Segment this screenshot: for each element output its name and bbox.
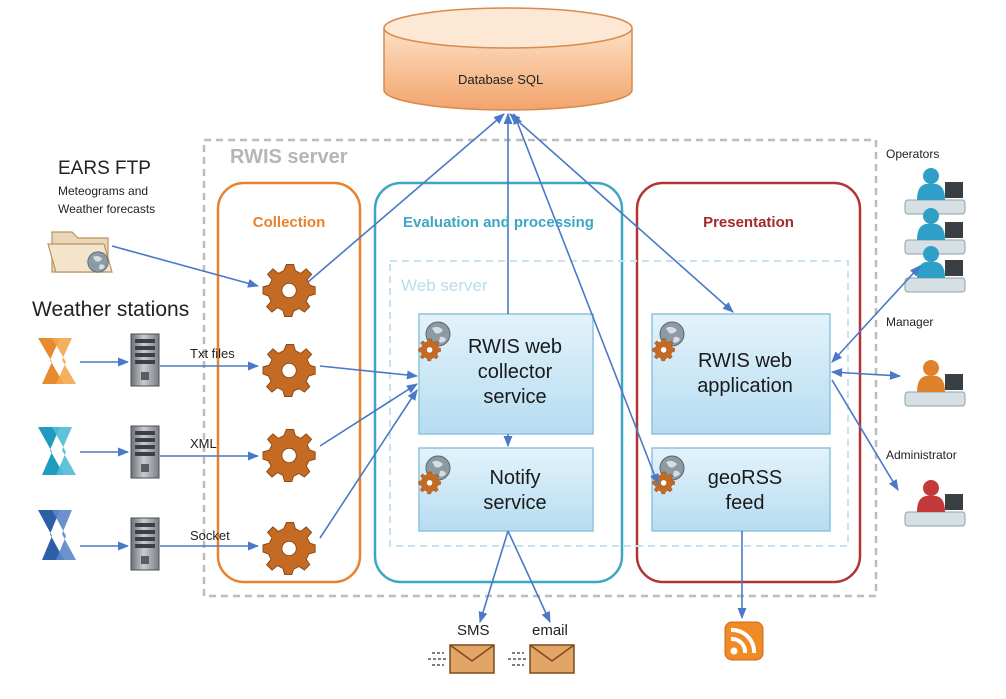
rwis-server-label: RWIS server	[230, 146, 348, 168]
server-icon-3	[130, 517, 160, 571]
collector-line-3: service	[483, 386, 547, 408]
rss-icon	[724, 621, 764, 661]
gear-icon-socket	[262, 521, 316, 576]
collector-service-text: RWIS web collector service	[440, 335, 590, 410]
georss-line-1: geoRSS	[707, 467, 783, 489]
georss-text: geoRSS feed	[670, 466, 820, 516]
collector-line-1: RWIS web	[467, 336, 563, 358]
connection-arrows	[80, 112, 921, 624]
txt-files-label: Txt files	[190, 346, 235, 361]
ftp-folder-icon	[47, 231, 113, 273]
gear-icon-txt	[262, 343, 316, 398]
collection-panel	[216, 181, 362, 584]
gear-icon-xml	[262, 428, 316, 483]
gear-icon-ears	[262, 263, 316, 318]
server-icon-1	[130, 333, 160, 387]
weather-station-icon-blue	[38, 510, 76, 560]
administrator-label: Administrator	[886, 448, 957, 462]
notify-line-1: Notify	[489, 467, 541, 489]
georss-line-2: feed	[725, 492, 765, 514]
weather-stations-title: Weather stations	[32, 298, 190, 321]
webapp-text: RWIS web application	[670, 349, 820, 399]
notify-line-2: service	[483, 492, 547, 514]
socket-label: Socket	[190, 528, 230, 543]
collection-title: Collection	[252, 214, 326, 231]
email-envelope-icon	[507, 644, 575, 674]
notify-gear-icon	[418, 471, 441, 495]
weather-station-icon-orange	[38, 338, 76, 384]
manager-label: Manager	[886, 315, 934, 329]
ears-line2: Weather forecasts	[58, 202, 156, 216]
web-server-label: Web server	[401, 276, 488, 295]
webapp-line-2: application	[697, 375, 793, 397]
notify-service-text: Notify service	[440, 466, 590, 516]
weather-station-icon-teal	[38, 427, 76, 475]
ears-ftp-title: EARS FTP	[58, 158, 151, 179]
xml-label: XML	[190, 436, 217, 451]
server-icon-2	[130, 425, 160, 479]
ears-line1: Meteograms and	[58, 184, 149, 198]
operators-label: Operators	[886, 147, 940, 161]
collector-line-2: collector	[477, 361, 553, 383]
collector-gear-icon	[418, 338, 441, 362]
sms-label: SMS	[457, 622, 490, 639]
database-cylinder	[383, 7, 633, 111]
administrator-icon	[904, 479, 966, 527]
manager-icon	[904, 359, 966, 407]
email-label: email	[532, 622, 568, 639]
sms-envelope-icon	[427, 644, 495, 674]
presentation-title: Presentation	[703, 214, 794, 231]
webapp-line-1: RWIS web	[697, 350, 793, 372]
evaluation-title: Evaluation and processing	[403, 214, 594, 231]
database-label: Database SQL	[458, 72, 544, 87]
operator-icon-1	[904, 167, 966, 215]
